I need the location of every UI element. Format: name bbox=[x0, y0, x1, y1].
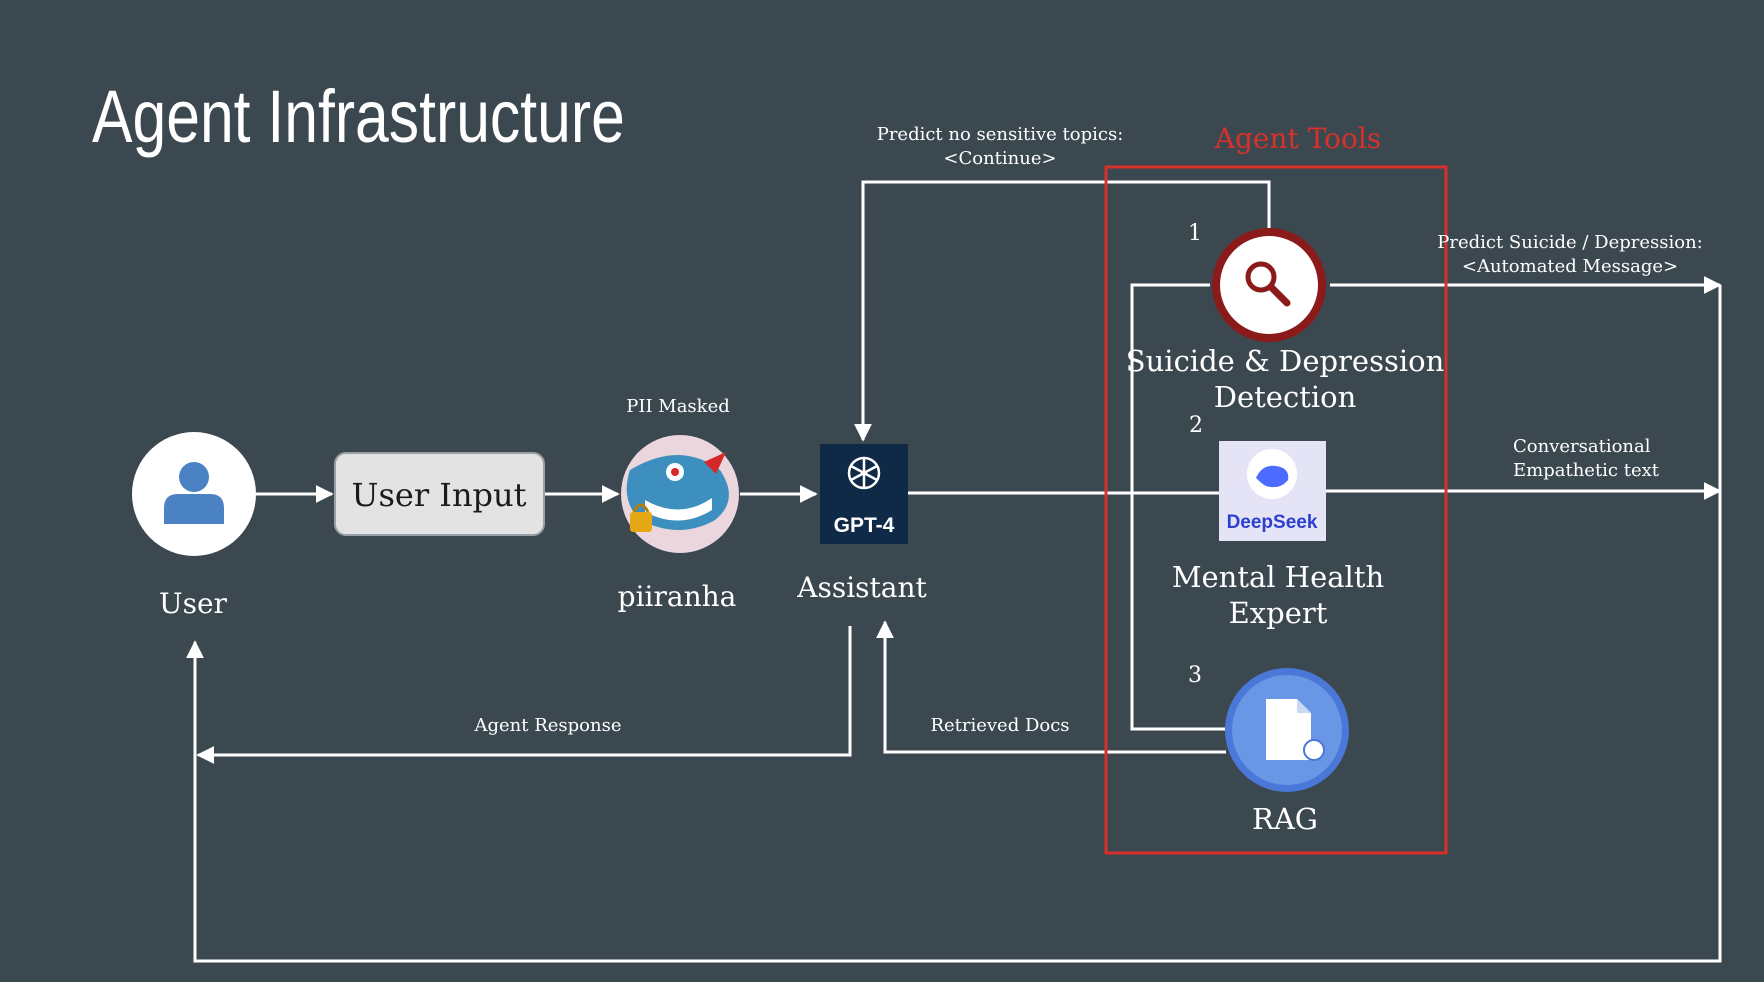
tool-number-1: 1 bbox=[1188, 221, 1202, 246]
piiranha-label: piiranha bbox=[618, 580, 737, 613]
edge-agent-response bbox=[196, 626, 852, 764]
detection-label-line1: Suicide & Depression bbox=[1126, 344, 1445, 378]
user-node[interactable] bbox=[132, 432, 256, 556]
edge-tools-bracket bbox=[1130, 283, 1226, 731]
edge-detection-continue bbox=[854, 180, 1271, 442]
edge-label-suicide-1: Predict Suicide / Depression: bbox=[1437, 232, 1702, 253]
deepseek-badge: DeepSeek bbox=[1227, 512, 1318, 533]
edge-label-suicide-2: <Automated Message> bbox=[1462, 256, 1678, 277]
connectors bbox=[186, 180, 1722, 963]
edge-label-retrieved-docs: Retrieved Docs bbox=[930, 715, 1069, 736]
tool-number-2: 2 bbox=[1189, 413, 1203, 438]
openai-logo-icon bbox=[847, 456, 881, 490]
user-label: User bbox=[159, 587, 228, 620]
gpt-badge: GPT-4 bbox=[834, 514, 895, 537]
document-icon bbox=[1266, 699, 1325, 761]
user-input-node[interactable]: User Input bbox=[334, 452, 545, 536]
agent-tools-box bbox=[1104, 165, 1448, 855]
pii-masked-caption: PII Masked bbox=[626, 396, 730, 417]
edge-retrieved-docs bbox=[876, 620, 1226, 754]
magnifier-icon bbox=[1245, 261, 1291, 307]
rag-label: RAG bbox=[1252, 802, 1318, 836]
edge-label-continue-2: <Continue> bbox=[943, 148, 1056, 169]
detection-label-line2: Detection bbox=[1214, 380, 1357, 414]
expert-label-line1: Mental Health bbox=[1172, 560, 1384, 594]
edge-label-empathetic-2: Empathetic text bbox=[1513, 460, 1660, 481]
piiranha-node[interactable] bbox=[621, 435, 739, 553]
rag-node[interactable] bbox=[1225, 668, 1349, 792]
person-icon bbox=[164, 462, 224, 524]
expert-label-line2: Expert bbox=[1229, 596, 1328, 630]
piranha-mascot-icon bbox=[626, 452, 729, 532]
assistant-node[interactable]: GPT-4 bbox=[820, 444, 908, 544]
edge-label-empathetic-1: Conversational bbox=[1513, 436, 1651, 457]
edge-label-continue-1: Predict no sensitive topics: bbox=[877, 124, 1124, 145]
edge-label-agent-response: Agent Response bbox=[473, 715, 621, 736]
user-input-label: User Input bbox=[352, 476, 527, 514]
page-title: Agent Infrastructure bbox=[92, 76, 625, 158]
assistant-label: Assistant bbox=[796, 571, 927, 604]
edge-return-loop bbox=[186, 285, 1722, 963]
tool-number-3: 3 bbox=[1188, 663, 1202, 688]
detection-node[interactable] bbox=[1212, 228, 1326, 342]
agent-tools-label: Agent Tools bbox=[1214, 122, 1381, 155]
expert-node[interactable]: DeepSeek bbox=[1219, 441, 1326, 541]
